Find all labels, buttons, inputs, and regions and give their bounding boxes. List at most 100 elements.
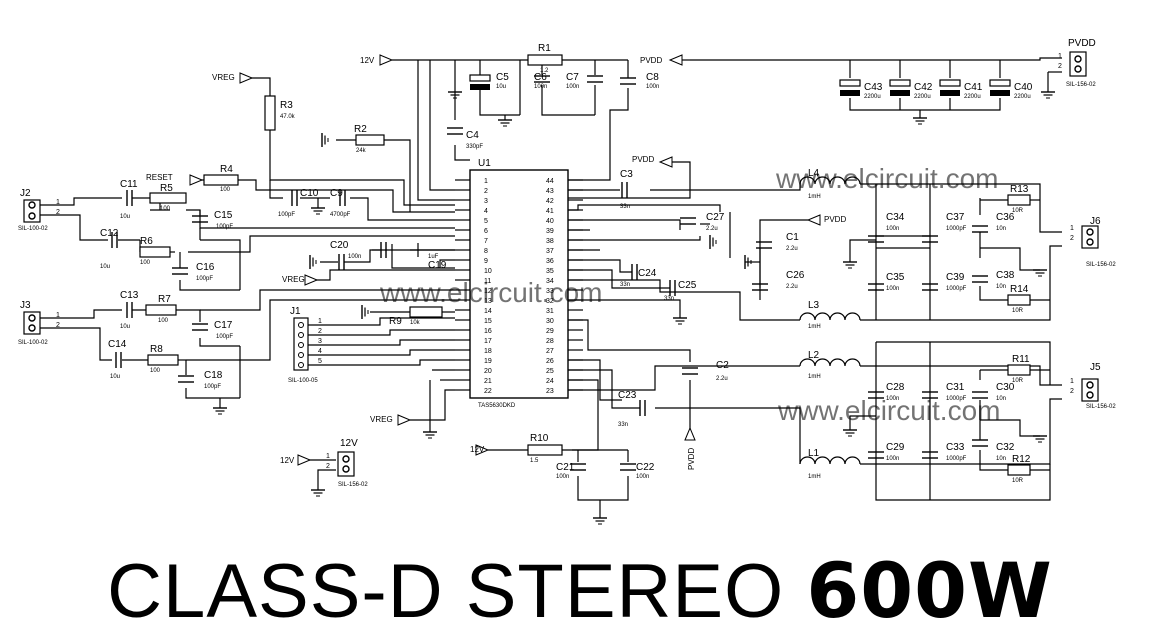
cap-ref: C2 [716,360,729,371]
svg-text:21: 21 [484,378,492,385]
connector-ref: J6 [1090,216,1101,227]
net-label-pvdd: PVDD [687,448,696,470]
resistor-r14-body [1007,294,1031,306]
svg-text:3: 3 [318,338,322,345]
inductor-l4 [799,176,861,185]
port-arrow-vreg-mid [304,274,319,286]
cap-value: 1000pF [946,286,967,292]
cap-value: 10n [996,284,1006,290]
resistor-r11-body [1007,364,1031,376]
cap-value: 100n [566,84,579,90]
cap-ref: C34 [886,212,905,223]
svg-text:2: 2 [1070,235,1074,242]
inductors: L4 1mH L3 1mH L2 1mH L1 1mH [799,168,861,480]
watermarks: www.elcircuit.com www.elcircuit.com www.… [379,163,1000,426]
cap-value: 100pF [278,212,295,218]
cap-value: 100pF [216,224,233,230]
svg-text:22: 22 [484,388,492,395]
svg-text:1: 1 [1058,53,1062,60]
watermark-text: www.elcircuit.com [775,163,998,194]
resistor-r9-body [409,306,443,318]
cap-ref: C42 [914,82,933,93]
connector-ref: J2 [20,188,31,199]
resistor-ref: R9 [389,316,402,327]
resistor-r1-body [527,54,563,66]
cap-value: 4700pF [330,212,351,218]
cap-ref: C30 [996,382,1015,393]
connector-j5: 12 J5 SIL-156-02 [1070,362,1116,410]
cap-value: 2.2u [786,284,798,290]
svg-text:2: 2 [1058,63,1062,70]
resistor-ref: R12 [1012,454,1031,465]
cap-value: 10n [996,396,1006,402]
connector-ref: J3 [20,300,31,311]
svg-text:27: 27 [546,348,554,355]
cap-ref: C16 [196,262,215,273]
svg-text:29: 29 [546,328,554,335]
cap-value: 10u [120,324,130,330]
cap-ref: C7 [566,72,579,83]
cap-ref: C41 [964,82,983,93]
svg-text:17: 17 [484,338,492,345]
cap-value: 100pF [196,276,213,282]
cap-ref: C18 [204,370,223,381]
inductor-ref: L3 [808,300,820,311]
port-arrow-pvdd-top [668,54,683,66]
inductor-value: 1mH [808,324,821,330]
cap-ref: C9 [330,188,343,199]
svg-text:18: 18 [484,348,492,355]
connector-ref: J5 [1090,362,1101,373]
svg-text:34: 34 [546,278,554,285]
resistor-ref: R1 [538,43,551,54]
resistor-ref: R4 [220,164,233,175]
resistor-value: 100 [158,318,169,324]
svg-text:23: 23 [546,388,554,395]
resistor-ref: R3 [280,100,293,111]
cap-ref: C25 [678,280,697,291]
svg-text:6: 6 [484,228,488,235]
cap-value: 10u [120,214,130,220]
cap-value: 10u [496,84,506,90]
capacitors [111,75,988,471]
svg-text:13: 13 [484,298,492,305]
svg-text:5: 5 [484,218,488,225]
svg-text:20: 20 [484,368,492,375]
port-arrow-reset [189,174,204,186]
inductor-l2 [799,358,861,367]
ic-ref: U1 [478,158,491,169]
cap-ref: C13 [120,290,139,301]
resistor-value: 47.0k [280,114,296,120]
port-arrow-pvdd-right [806,214,821,226]
port-arrow-12v-bottom [475,444,490,456]
cap-ref: C5 [496,72,509,83]
svg-text:39: 39 [546,228,554,235]
connector-12v: 12 12V SIL-156-02 [326,438,368,488]
cap-value: 100n [886,286,899,292]
resistor-value: 24k [356,148,367,154]
port-arrow-12v-conn [297,454,312,466]
cap-ref: C1 [786,232,799,243]
inductor-ref: L1 [808,448,820,459]
port-arrow-12v-top [379,54,394,66]
inductor-ref: L4 [808,168,820,179]
svg-text:1: 1 [1070,378,1074,385]
inductor-ref: L2 [808,350,820,361]
cap-value: 100n [646,84,659,90]
cap-value: 100n [886,226,899,232]
svg-text:1: 1 [318,318,322,325]
net-label-12v: 12V [360,56,375,65]
cap-ref: C19 [428,260,447,271]
cap-ref: C12 [100,228,119,239]
cap-ref: C10 [300,188,319,199]
wires [40,57,1062,518]
resistor-ref: R6 [140,236,153,247]
cap-ref: C27 [706,212,725,223]
svg-text:8: 8 [484,248,488,255]
connector-j2: 12 J2 SIL-100-02 [18,188,60,232]
resistor-r12-body [1007,464,1031,476]
cap-value: 100pF [204,384,221,390]
resistor-ref: R5 [160,183,173,194]
cap-value: 100pF [216,334,233,340]
